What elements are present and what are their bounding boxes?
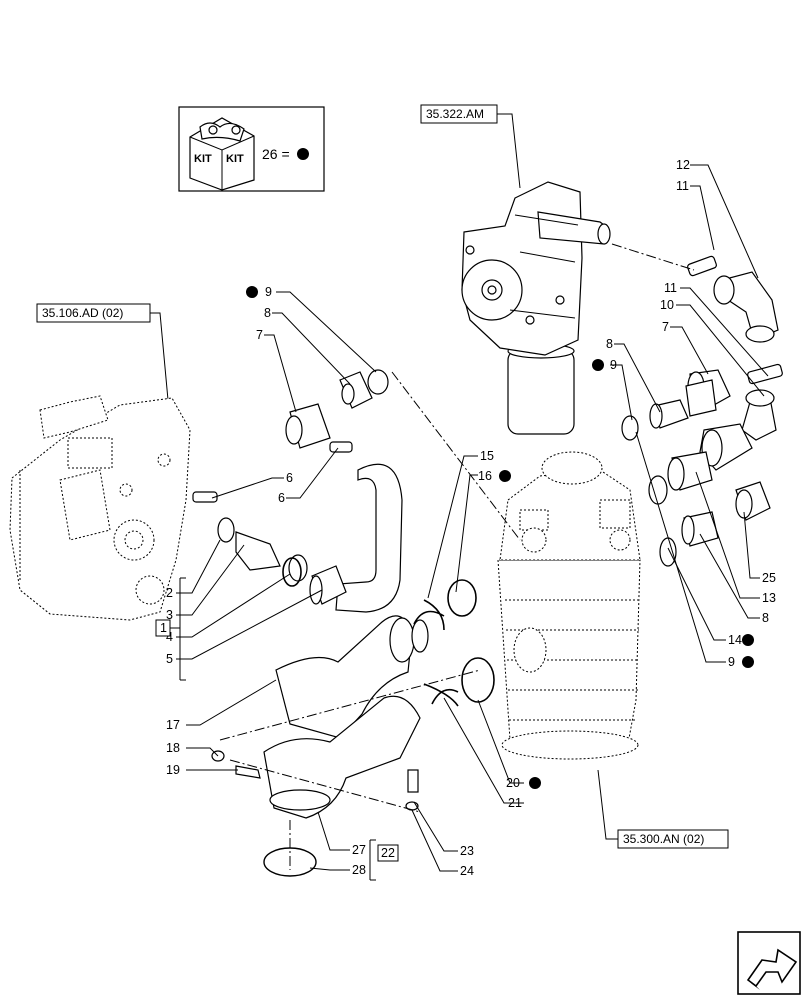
kit-label-right: KIT	[226, 153, 244, 165]
callout-13: 13	[762, 591, 776, 605]
right-fittings	[621, 255, 783, 567]
callout-15: 15	[480, 449, 494, 463]
callout-2: 2	[166, 586, 173, 600]
callout-19: 19	[166, 763, 180, 777]
kit-legend: KIT KIT 26 =	[178, 106, 325, 192]
kit-dot	[742, 656, 754, 668]
callout-5: 5	[166, 652, 173, 666]
engine-block	[9, 395, 191, 621]
callout-14: 14	[728, 633, 742, 647]
ref-label: 35.300.AN (02)	[623, 832, 704, 846]
callout-9: 9	[610, 358, 617, 372]
callout-7: 7	[662, 320, 669, 334]
callout-18: 18	[166, 741, 180, 755]
callout-labels: 12 11 11 10 7 8 9 9 8 7 6 6 2 3 4 5 1 15…	[155, 158, 776, 878]
callout-6: 6	[286, 471, 293, 485]
hose	[309, 463, 403, 613]
callout-22: 22	[381, 846, 395, 860]
leader-lines	[170, 164, 769, 881]
filter-housing	[497, 451, 641, 760]
callout-10: 10	[660, 298, 674, 312]
callout-17: 17	[166, 718, 180, 732]
callout-25: 25	[762, 571, 776, 585]
callout-16: 16	[478, 469, 492, 483]
seal-rings	[282, 557, 495, 707]
elbow-pipes	[211, 615, 429, 877]
kit-marker-dots	[246, 286, 754, 789]
callout-11: 11	[664, 281, 677, 295]
kit-label-left: KIT	[194, 153, 212, 165]
ref-label: 35.322.AM	[426, 107, 484, 121]
callout-8: 8	[264, 306, 271, 320]
kit-dot	[592, 359, 604, 371]
callout-12: 12	[676, 158, 690, 172]
callout-21: 21	[508, 796, 522, 810]
next-page-arrow-icon[interactable]	[737, 931, 801, 995]
callout-3: 3	[166, 608, 173, 622]
ref-label: 35.106.AD (02)	[42, 306, 123, 320]
centerlines	[219, 243, 695, 870]
left-fittings	[192, 369, 389, 582]
callout-1-box	[155, 619, 171, 637]
callout-28: 28	[352, 863, 366, 877]
callout-11: 11	[676, 179, 689, 193]
kit-dot	[246, 286, 258, 298]
pump-assembly	[461, 181, 611, 435]
kit-dot	[742, 634, 754, 646]
callout-7: 7	[256, 328, 263, 342]
kit-legend-text: 26 =	[262, 146, 290, 162]
callout-27: 27	[352, 843, 366, 857]
ref-box-35-322-am[interactable]: 35.322.AM	[420, 104, 498, 124]
kit-dot	[529, 777, 541, 789]
callout-8: 8	[606, 337, 613, 351]
kit-dot	[499, 470, 511, 482]
ref-box-35-300-an[interactable]: 35.300.AN (02)	[617, 829, 729, 849]
callout-9: 9	[728, 655, 735, 669]
callout-9: 9	[265, 285, 272, 299]
callout-20: 20	[506, 776, 520, 790]
callout-4: 4	[166, 630, 173, 644]
kit-marker-dot	[297, 148, 309, 160]
callout-22-box	[377, 844, 399, 862]
callout-24: 24	[460, 864, 474, 878]
callout-23: 23	[460, 844, 474, 858]
callout-8: 8	[762, 611, 769, 625]
ref-box-35-106-ad[interactable]: 35.106.AD (02)	[36, 303, 151, 323]
kit-box-icon: KIT KIT	[189, 117, 255, 191]
callout-1: 1	[160, 621, 167, 635]
callout-6: 6	[278, 491, 285, 505]
